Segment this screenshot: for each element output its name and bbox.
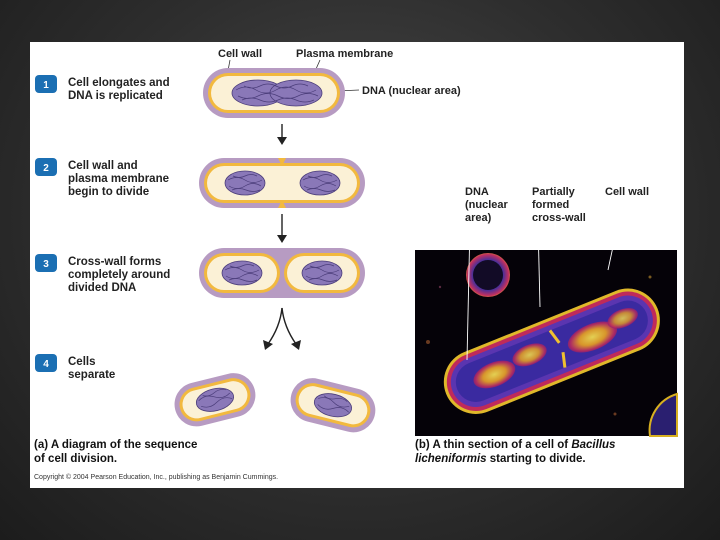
step-4-badge: 4 [35, 354, 57, 372]
cell-stage-1 [203, 68, 345, 118]
step-4-text: Cells separate [68, 356, 115, 381]
caption-b: (b) A thin section of a cell of Bacillus… [415, 439, 619, 465]
step-1-text: Cell elongates and DNA is replicated [68, 77, 173, 102]
dna-blob-right [299, 170, 341, 196]
cell-wall-label: Cell wall [218, 48, 262, 60]
step-2-text: Cell wall and plasma membrane begin to d… [68, 160, 172, 198]
micrograph-cross-wall-label: Partially formed cross-wall [532, 186, 586, 224]
cell-stage-4-right [290, 378, 376, 433]
copyright-text: Copyright © 2004 Pearson Education, Inc.… [34, 473, 278, 481]
cell-stage-2 [199, 158, 365, 208]
micrograph-dna-label: DNA (nuclear area) [465, 186, 511, 224]
dna-blob [231, 79, 323, 107]
dna-nuclear-area-label: DNA (nuclear area) [362, 85, 461, 97]
caption-a: (a) A diagram of the sequence of cell di… [34, 439, 201, 465]
slide: 1 2 3 4 Cell elongates and DNA is replic… [30, 42, 684, 488]
cell-stage-4-left [174, 373, 256, 427]
step-2-badge: 2 [35, 158, 57, 176]
step-1-number: 1 [43, 80, 49, 91]
micrograph-image [415, 199, 678, 437]
step-2-number: 2 [43, 163, 49, 174]
dna-blob-right [301, 260, 343, 286]
step-1-badge: 1 [35, 75, 57, 93]
step-3-number: 3 [43, 259, 49, 270]
step-3-badge: 3 [35, 254, 57, 272]
dna-blob-left [224, 170, 266, 196]
micrograph-cell-wall-label: Cell wall [605, 186, 649, 198]
step-4-number: 4 [43, 359, 49, 370]
step-3-text: Cross-wall forms completely around divid… [68, 256, 173, 294]
plasma-membrane-label: Plasma membrane [296, 48, 393, 60]
dna-blob-left [221, 260, 263, 286]
cell-stage-3 [199, 248, 365, 298]
cell-division-figure: 1 2 3 4 Cell elongates and DNA is replic… [34, 48, 678, 481]
